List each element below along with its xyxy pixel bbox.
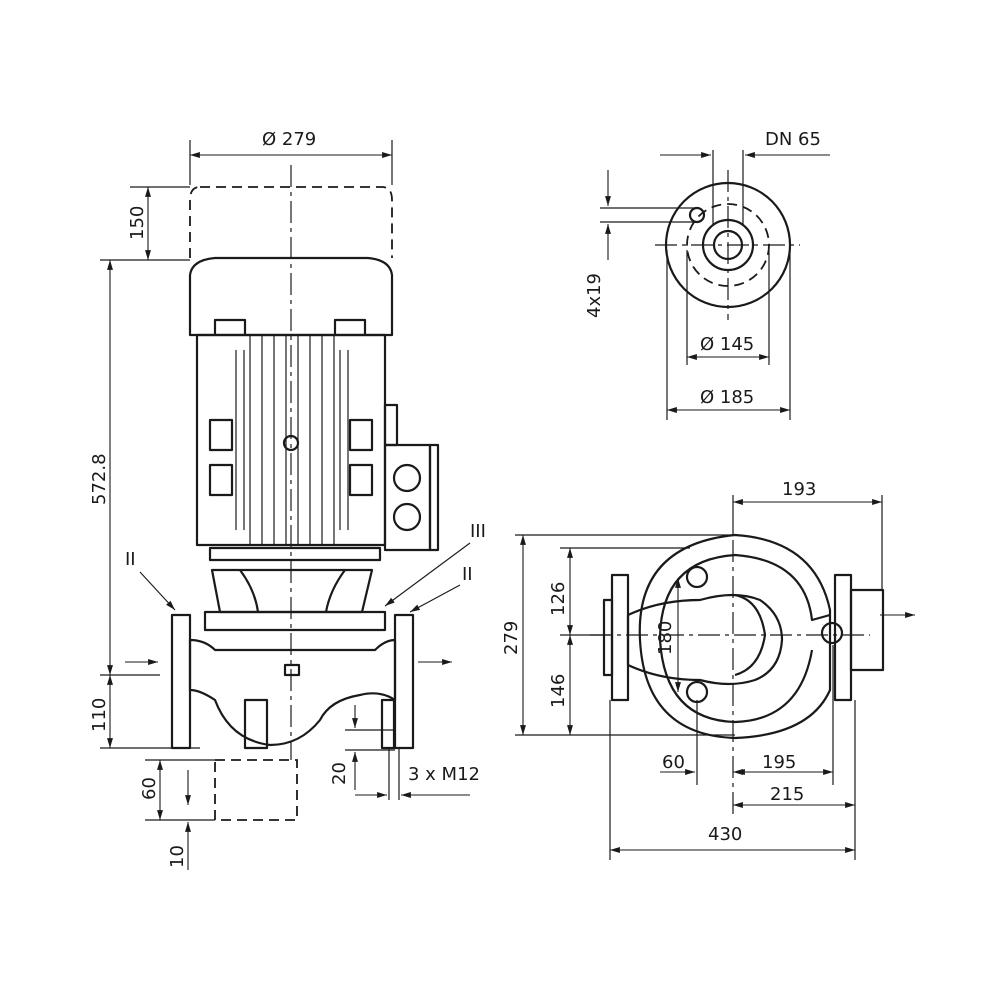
volute-outline	[638, 533, 832, 740]
dim-bolt-circle: Ø 145	[700, 334, 754, 355]
suction-channel	[626, 593, 784, 686]
detail-label-vent: III	[470, 521, 486, 542]
pump-housing	[188, 638, 397, 747]
dim-foot-height: 60	[139, 777, 160, 800]
dim-lower-half: 146	[548, 674, 569, 708]
bolt-hole	[688, 206, 706, 224]
dim-total-height: 572.8	[89, 453, 110, 505]
motor-removal-outline	[189, 186, 393, 258]
dim-foot-spacing: 180	[655, 621, 676, 655]
dim-flange-height: 110	[89, 698, 110, 732]
dim-motor-diameter: Ø 279	[262, 129, 316, 150]
dim-width: 279	[501, 621, 522, 655]
side-view: II II III Ø 279 150 572.8 110 60 10 20 3…	[89, 129, 486, 870]
detail-label-right: II	[462, 564, 473, 585]
motor-cap	[188, 256, 394, 337]
dim-to-flange-face: 215	[770, 784, 804, 805]
motor-fins	[208, 335, 374, 545]
dim-dn: DN 65	[765, 129, 821, 150]
foot-hole-top	[685, 565, 709, 589]
dim-length: 430	[708, 824, 742, 845]
lantern	[210, 568, 374, 614]
dim-removal-height: 150	[127, 206, 148, 240]
dim-foot-offset: 60	[662, 752, 685, 773]
dim-flange-diameter: Ø 185	[700, 387, 754, 408]
dim-bolt-spec: 3 x M12	[408, 764, 480, 785]
motor-flange	[208, 546, 382, 562]
dim-to-flange: 195	[762, 752, 796, 773]
outlet-flange-top	[833, 573, 853, 702]
dim-bolt-holes: 4x19	[584, 273, 605, 318]
flange-view: DN 65 4x19 Ø 145 Ø 185	[584, 129, 830, 420]
dim-upper-half: 126	[548, 582, 569, 616]
top-view: 193 279 126 146 180 60 195 215 430	[501, 479, 915, 860]
support-hole	[820, 621, 844, 645]
foot-hole-bottom	[685, 680, 709, 704]
inlet-flange-top	[610, 573, 630, 702]
outlet-flange	[393, 613, 415, 750]
base-outline	[214, 759, 298, 821]
support-foot	[380, 698, 396, 750]
terminal-box	[383, 403, 440, 552]
dim-bolt-height: 20	[329, 762, 350, 785]
detail-label-left: II	[125, 549, 136, 570]
pump-foot	[243, 698, 269, 750]
inlet-flange	[170, 613, 192, 750]
dim-foot-clearance: 10	[167, 845, 188, 868]
pump-cover	[203, 610, 387, 632]
dim-offset-right: 193	[782, 479, 816, 500]
